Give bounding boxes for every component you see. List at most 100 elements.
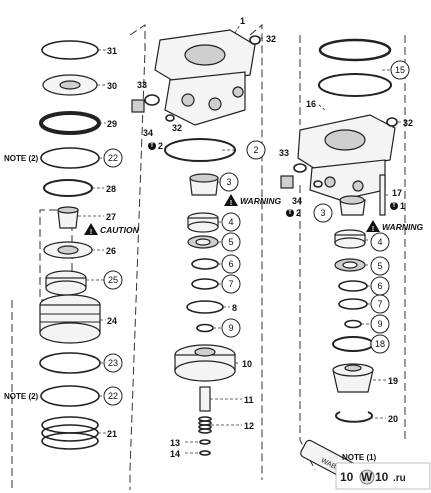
callout-34-b: 34 — [292, 196, 302, 206]
callout-22-top: 22 — [103, 148, 123, 168]
svg-text:32: 32 — [403, 118, 413, 128]
callout-26: 26 — [106, 246, 116, 256]
callout-6: 6 — [221, 254, 241, 274]
svg-text:9: 9 — [377, 319, 382, 329]
svg-text:32: 32 — [172, 123, 182, 133]
left-column-parts — [39, 40, 101, 450]
svg-text:34: 34 — [143, 128, 153, 138]
callout-22-bottom: 22 — [103, 386, 123, 406]
svg-text:24: 24 — [107, 316, 117, 326]
svg-text:14: 14 — [170, 449, 180, 459]
svg-text:10: 10 — [242, 359, 252, 369]
part-33-washer — [144, 94, 160, 106]
watermark: 10 W 10 .ru — [335, 462, 431, 490]
callout-3-right: 3 — [313, 203, 333, 223]
note2-top: NOTE (2) — [4, 154, 39, 163]
callout-9: 9 — [221, 318, 241, 338]
center-guide-left — [129, 24, 146, 490]
svg-text:T: T — [392, 203, 396, 209]
callout-13: 13 — [170, 438, 180, 448]
svg-text:!: ! — [372, 226, 374, 233]
callout-32-c: 32 — [403, 118, 413, 128]
callout-32-b: 32 — [172, 123, 182, 133]
part-7-ring-right — [338, 298, 368, 310]
part-22-oring-bottom — [40, 385, 100, 407]
svg-text:!: ! — [230, 200, 232, 207]
callout-2: 2 — [246, 140, 266, 160]
callout-18: 18 — [370, 334, 390, 354]
callout-23: 23 — [103, 353, 123, 373]
svg-text:18: 18 — [375, 339, 385, 349]
part-28-ring — [43, 179, 93, 197]
part-6-ring — [191, 258, 219, 270]
svg-text:4: 4 — [377, 237, 382, 247]
torque-2-a: T 2 — [148, 141, 163, 151]
svg-text:27: 27 — [106, 212, 116, 222]
svg-text:3: 3 — [226, 177, 231, 187]
callout-20: 20 — [388, 414, 398, 424]
svg-text:3: 3 — [320, 208, 325, 218]
part-13-washer — [199, 439, 211, 445]
callout-8: 8 — [232, 303, 237, 313]
svg-text:21: 21 — [107, 429, 117, 439]
svg-text:2: 2 — [253, 145, 258, 155]
part-22-oring-top — [40, 147, 100, 169]
part-15-ring-b — [318, 73, 392, 97]
callout-28: 28 — [106, 184, 116, 194]
svg-text:7: 7 — [377, 299, 382, 309]
svg-text:11: 11 — [244, 395, 254, 405]
callout-4: 4 — [221, 212, 241, 232]
callout-10: 10 — [242, 359, 252, 369]
left-leaders — [78, 49, 106, 434]
part-18-ring — [332, 336, 374, 352]
callout-6-right: 6 — [370, 276, 390, 296]
svg-text:10: 10 — [340, 470, 354, 484]
svg-text:1: 1 — [240, 16, 245, 26]
part-8-snap-ring — [186, 300, 224, 314]
callout-30: 30 — [107, 81, 117, 91]
svg-text:15: 15 — [395, 65, 405, 75]
svg-text:23: 23 — [108, 358, 118, 368]
part-31-ring — [41, 40, 99, 60]
part-9-oring — [196, 323, 214, 333]
callout-33-a: 33 — [137, 80, 147, 90]
svg-text:6: 6 — [377, 281, 382, 291]
warning-right: ! WARNING — [366, 220, 423, 233]
callout-11: 11 — [244, 395, 254, 405]
svg-text:31: 31 — [107, 46, 117, 56]
callout-25: 25 — [103, 270, 123, 290]
svg-text:T: T — [288, 210, 292, 216]
part-15-ring-a — [318, 38, 392, 62]
callout-12: 12 — [244, 421, 254, 431]
callout-9-right: 9 — [370, 314, 390, 334]
center-guide-right — [249, 23, 263, 480]
svg-text:7: 7 — [228, 279, 233, 289]
part-7-ring — [191, 278, 219, 290]
svg-text:33: 33 — [137, 80, 147, 90]
part-1-housing-body — [164, 71, 246, 126]
part-29-seal — [39, 111, 101, 135]
svg-text:22: 22 — [108, 391, 118, 401]
svg-text:6: 6 — [228, 259, 233, 269]
svg-text:10: 10 — [375, 470, 389, 484]
svg-text:12: 12 — [244, 421, 254, 431]
part-16-housing-body — [309, 159, 386, 201]
svg-text:5: 5 — [377, 261, 382, 271]
callout-14: 14 — [170, 449, 180, 459]
note2-bottom: NOTE (2) — [4, 392, 39, 401]
callout-4-right: 4 — [370, 232, 390, 252]
callout-31: 31 — [107, 46, 117, 56]
part-32-washer-d — [386, 117, 398, 127]
svg-text:28: 28 — [106, 184, 116, 194]
svg-text:T: T — [150, 143, 154, 149]
callout-27: 27 — [106, 212, 116, 222]
callout-3: 3 — [219, 172, 239, 192]
part-9-oring-right — [344, 319, 362, 329]
svg-text:22: 22 — [108, 153, 118, 163]
svg-text:30: 30 — [107, 81, 117, 91]
callout-5: 5 — [221, 232, 241, 252]
part-32-washer-c — [313, 180, 323, 188]
callout-7: 7 — [221, 274, 241, 294]
